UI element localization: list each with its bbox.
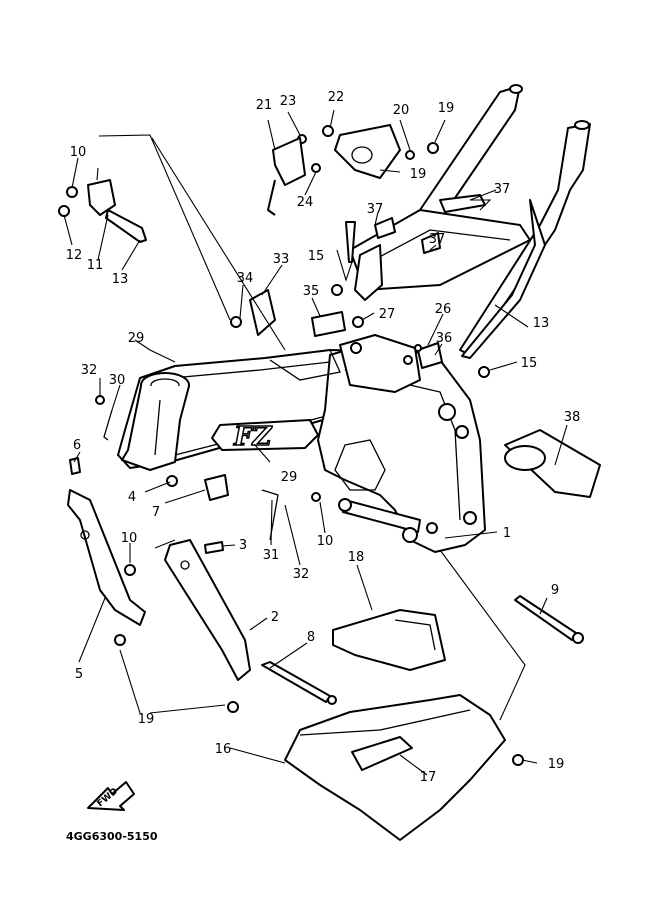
callout-19-left: 19 [138, 712, 155, 727]
callout-10-top: 10 [70, 145, 87, 160]
leader-lines [63, 109, 568, 776]
callout-15-right: 15 [521, 356, 538, 371]
callout-labels: 10 12 11 13 21 23 22 20 19 19 24 37 37 3… [66, 90, 581, 785]
callout-36: 36 [436, 331, 453, 346]
callout-18: 17 [420, 770, 437, 785]
callout-6: 6 [73, 438, 81, 453]
callout-17: 18 [348, 550, 365, 565]
callout-32-left: 32 [81, 363, 98, 378]
callout-37-right: 37 [494, 182, 511, 197]
callout-24: 22 [328, 90, 345, 105]
callout-12: 12 [66, 248, 83, 263]
callout-3: 3 [239, 538, 247, 553]
callout-14: 13 [533, 316, 550, 331]
callout-11: 11 [87, 258, 104, 273]
drawing-code: 4GG6300-5150 [66, 830, 158, 843]
callout-5: 5 [75, 667, 83, 682]
callout-38: 38 [564, 410, 581, 425]
callout-22: 20 [393, 103, 410, 118]
callout-19-right: 19 [548, 757, 565, 772]
callout-15-upper: 15 [308, 249, 325, 264]
callout-2: 2 [271, 610, 279, 625]
callout-28: 27 [379, 307, 396, 322]
callout-1: 1 [503, 526, 511, 541]
callout-33: 33 [273, 252, 290, 267]
forward-direction-arrow: FWD [87, 781, 135, 811]
callout-29-bottom: 29 [281, 470, 298, 485]
callout-30: 30 [109, 373, 126, 388]
callout-25: 23 [280, 94, 297, 109]
callout-16: 16 [215, 742, 232, 757]
callout-29-top: 29 [128, 331, 145, 346]
callout-27: 26 [435, 302, 452, 317]
callout-31: 31 [263, 548, 280, 563]
seat-rail [349, 84, 591, 359]
callout-9: 9 [551, 583, 559, 598]
callout-26: 24 [297, 195, 314, 210]
frame-logo: FZ [233, 422, 272, 452]
callout-32-bottom: 32 [293, 567, 310, 582]
callout-20: 19 [410, 167, 427, 182]
callout-10-left: 10 [121, 531, 138, 546]
callout-13: 13 [112, 272, 129, 287]
callout-21: 19 [438, 101, 455, 116]
callout-23: 21 [256, 98, 273, 113]
callout-10-mid: 10 [317, 534, 334, 549]
callout-8: 8 [307, 630, 315, 645]
callout-35: 35 [303, 284, 320, 299]
callout-34: 34 [237, 271, 254, 286]
callout-4: 4 [128, 490, 136, 505]
callout-7: 7 [152, 505, 160, 520]
main-frame: FZ [117, 334, 486, 553]
callout-37-low: 37 [429, 232, 446, 247]
callout-37-mid: 37 [367, 202, 384, 217]
